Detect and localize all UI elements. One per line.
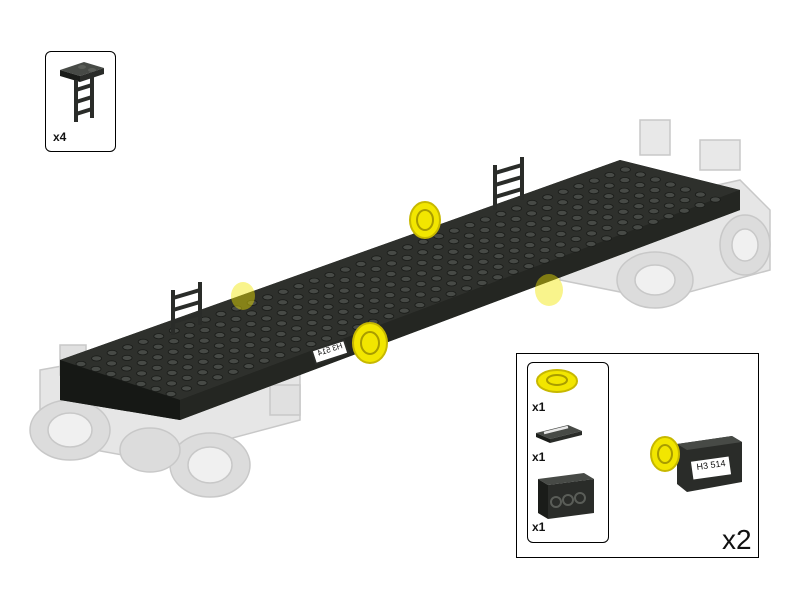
ladder-part-icon <box>60 62 104 122</box>
deck-studs <box>75 166 721 397</box>
sub-assembly-parts-list: x1 x1 x1 <box>527 362 609 543</box>
printed-tile-part-icon <box>536 425 582 443</box>
sub-assembly-multiplier: x2 <box>722 524 752 555</box>
model-ladder-right <box>493 157 524 210</box>
brake-wheel-part-qty: x1 <box>532 400 546 414</box>
brake-wheel-part-icon <box>536 369 578 393</box>
sub-assembly-result <box>650 436 742 492</box>
ghost-brake-wheel-left <box>231 282 255 310</box>
ghost-brake-wheel-right <box>535 274 563 306</box>
bracket-plate-part-icon <box>538 473 594 519</box>
ladder-part-qty: x4 <box>53 130 67 144</box>
brake-wheel-front <box>352 322 388 364</box>
bracket-plate-part-qty: x1 <box>532 520 546 534</box>
model-number-plate <box>310 338 350 366</box>
brake-wheel-back <box>409 201 441 239</box>
printed-tile-part-qty: x1 <box>532 450 546 464</box>
parts-list-callout: x4 <box>45 51 116 152</box>
model-ladder-left <box>171 282 202 335</box>
